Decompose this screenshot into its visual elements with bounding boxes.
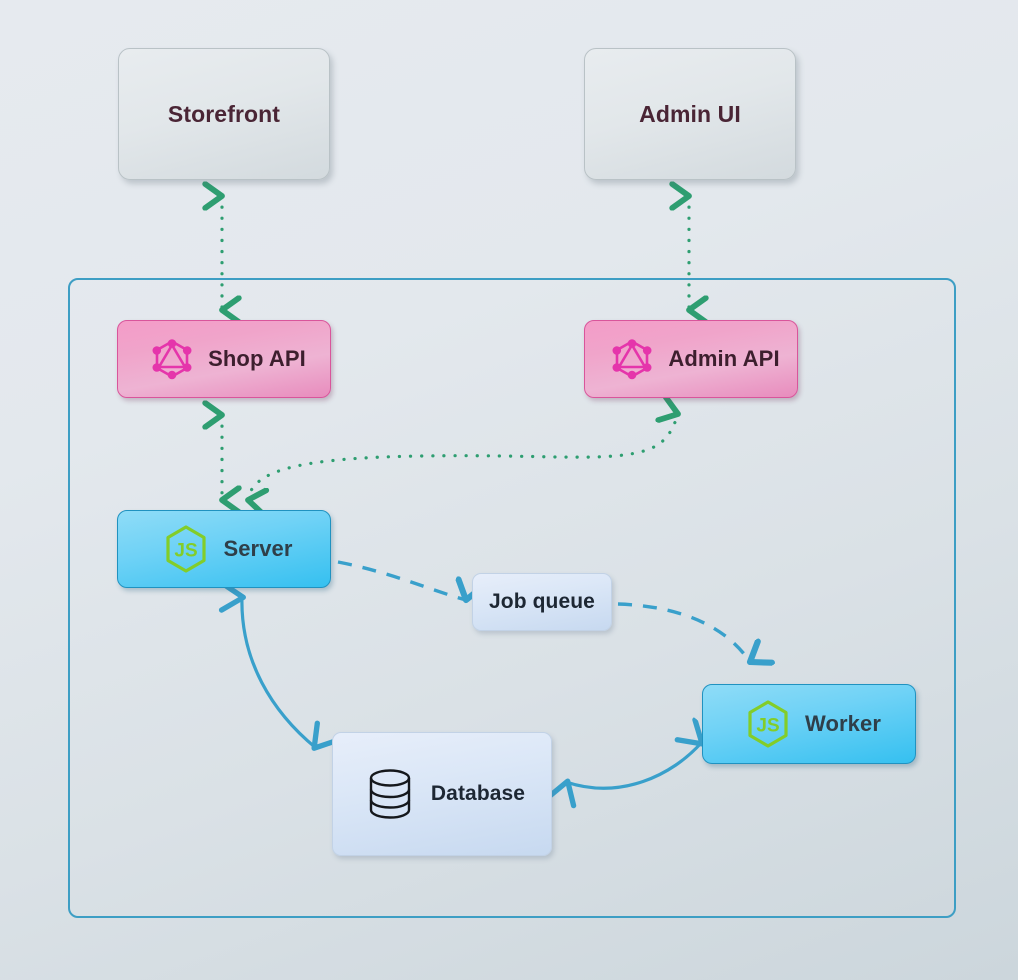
node-worker-label: Worker bbox=[805, 711, 881, 736]
nodejs-icon: JS bbox=[163, 524, 209, 574]
svg-text:JS: JS bbox=[756, 716, 779, 737]
node-database[interactable]: Database bbox=[332, 732, 552, 856]
node-storefront[interactable]: Storefront bbox=[118, 48, 330, 180]
node-shop-api[interactable]: Shop API bbox=[117, 320, 331, 398]
svg-text:JS: JS bbox=[175, 541, 198, 562]
node-admin-ui[interactable]: Admin UI bbox=[584, 48, 796, 180]
node-job-queue-label: Job queue bbox=[489, 590, 595, 613]
graphql-icon bbox=[610, 336, 654, 382]
system-boundary bbox=[68, 278, 956, 918]
node-admin-api[interactable]: Admin API bbox=[584, 320, 798, 398]
node-admin-ui-label: Admin UI bbox=[639, 100, 741, 127]
node-database-label: Database bbox=[430, 782, 526, 805]
graphql-icon bbox=[150, 336, 194, 382]
node-admin-api-label: Admin API bbox=[668, 346, 780, 371]
node-worker[interactable]: JS Worker bbox=[702, 684, 916, 764]
node-server[interactable]: JS Server bbox=[117, 510, 331, 588]
database-icon bbox=[365, 765, 415, 823]
nodejs-icon: JS bbox=[745, 699, 791, 749]
node-server-label: Server bbox=[223, 536, 293, 561]
node-job-queue[interactable]: Job queue bbox=[472, 573, 612, 631]
node-storefront-label: Storefront bbox=[167, 100, 281, 127]
node-shop-api-label: Shop API bbox=[208, 346, 306, 371]
